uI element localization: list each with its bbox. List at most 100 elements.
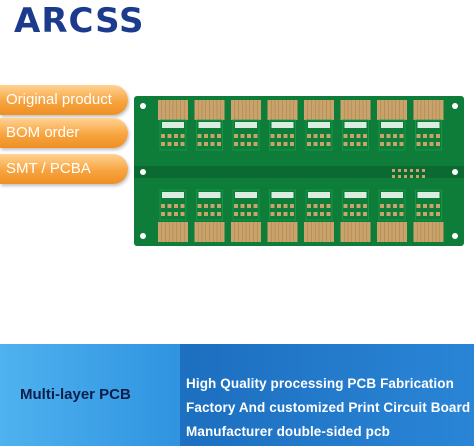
smd-pad	[429, 134, 434, 138]
smd-pad	[270, 134, 275, 138]
center-pad	[398, 169, 401, 172]
smd-pad	[290, 134, 294, 138]
smd-pad	[386, 212, 391, 216]
smd-pad	[436, 204, 440, 208]
description-line-1: High Quality processing PCB Fabrication	[186, 376, 454, 391]
smd-pad	[416, 134, 421, 138]
silkscreen-label	[308, 122, 330, 128]
smd-pad	[240, 134, 245, 138]
module-outline	[305, 189, 333, 221]
silkscreen-label	[162, 122, 184, 128]
smd-pad	[313, 212, 318, 216]
module-outline	[342, 189, 369, 221]
smd-pad	[253, 204, 258, 208]
smd-pad	[320, 204, 324, 208]
module-outline	[159, 189, 187, 221]
center-pad	[392, 169, 395, 172]
description-line-2: Factory And customized Print Circuit Boa…	[186, 400, 471, 415]
brand-logo: ARCSS	[14, 1, 145, 41]
smd-pad	[180, 204, 185, 208]
silkscreen-label	[271, 122, 294, 128]
smd-pad	[210, 204, 215, 208]
smd-pad	[343, 134, 348, 138]
smd-pad	[313, 134, 318, 138]
smd-pad	[161, 204, 165, 208]
center-pad	[422, 169, 425, 172]
pcb-divider-strip	[134, 166, 464, 178]
smd-pad	[350, 134, 354, 138]
footer-banner: Multi-layer PCB High Quality processing …	[0, 344, 474, 446]
smd-pad	[167, 134, 172, 138]
silkscreen-label	[308, 192, 330, 198]
smd-pad	[313, 142, 318, 146]
module-outline	[342, 119, 369, 151]
smd-pad	[247, 204, 251, 208]
module-outline	[378, 189, 406, 221]
smd-pad	[380, 212, 384, 216]
center-pad	[416, 169, 419, 172]
tag-original-product: Original product	[0, 85, 128, 115]
smd-pad	[393, 142, 397, 146]
center-pad	[404, 175, 407, 178]
silkscreen-label	[381, 122, 403, 128]
module-outline	[196, 119, 223, 151]
silkscreen-label	[417, 192, 440, 198]
smd-pad	[253, 134, 258, 138]
smd-pad	[363, 142, 367, 146]
smd-pad	[356, 134, 361, 138]
smd-pad	[161, 142, 165, 146]
smd-pad	[380, 134, 384, 138]
mounting-hole	[140, 103, 146, 109]
smd-pad	[423, 142, 427, 146]
smd-pad	[197, 212, 202, 216]
smd-pad	[290, 212, 294, 216]
center-pad	[398, 175, 401, 178]
smd-pad	[174, 212, 178, 216]
smd-pad	[270, 204, 275, 208]
smd-pad	[283, 142, 288, 146]
smd-pad	[423, 134, 427, 138]
smd-pad	[343, 142, 348, 146]
smd-pad	[204, 134, 208, 138]
silkscreen-label	[271, 192, 294, 198]
smd-pad	[386, 142, 391, 146]
smd-pad	[423, 204, 427, 208]
smd-pad	[270, 212, 275, 216]
smd-pad	[283, 212, 288, 216]
smd-pad	[326, 142, 331, 146]
smd-pad	[326, 204, 331, 208]
center-pad	[392, 175, 395, 178]
smd-pad	[436, 142, 440, 146]
smd-pad	[204, 142, 208, 146]
smd-pad	[180, 142, 185, 146]
module-outline	[415, 119, 442, 151]
pcb-image	[134, 96, 464, 246]
center-pad	[416, 175, 419, 178]
smd-pad	[210, 142, 215, 146]
smd-pad	[247, 142, 251, 146]
smd-pad	[174, 134, 178, 138]
module-outline	[269, 189, 296, 221]
smd-pad	[429, 204, 434, 208]
smd-pad	[393, 134, 397, 138]
smd-pad	[343, 204, 348, 208]
footer-product-panel: Multi-layer PCB	[0, 344, 180, 446]
smd-pad	[416, 204, 421, 208]
smd-pad	[174, 204, 178, 208]
smd-pad	[161, 134, 165, 138]
center-pad	[404, 169, 407, 172]
smd-pad	[210, 212, 215, 216]
smd-pad	[399, 204, 404, 208]
smd-pad	[393, 204, 397, 208]
smd-pad	[399, 134, 404, 138]
smd-pad	[307, 142, 311, 146]
smd-pad	[217, 134, 221, 138]
tag-smt-pcba: SMT / PCBA	[0, 154, 128, 184]
smd-pad	[416, 142, 421, 146]
mounting-hole	[452, 169, 458, 175]
smd-pad	[356, 204, 361, 208]
center-pad	[410, 175, 413, 178]
silkscreen-label	[344, 122, 367, 128]
smd-pad	[277, 212, 281, 216]
smd-pad	[320, 212, 324, 216]
